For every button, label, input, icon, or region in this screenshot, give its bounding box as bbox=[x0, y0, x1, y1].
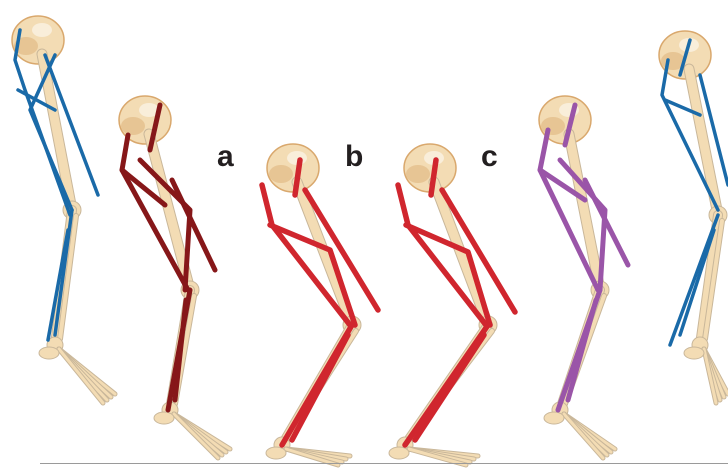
baseline-rule bbox=[40, 463, 728, 464]
panel-label-b: b bbox=[345, 142, 363, 172]
red-leg-c bbox=[389, 144, 515, 465]
red-leg-b bbox=[262, 144, 378, 465]
muscle-line bbox=[568, 300, 596, 400]
panel-label-a: a bbox=[217, 142, 234, 172]
dark-red-leg bbox=[119, 96, 230, 458]
left-blue-leg bbox=[12, 16, 115, 403]
right-blue-leg bbox=[659, 31, 728, 403]
panel-label-c: c bbox=[481, 142, 498, 172]
muscle-line bbox=[415, 335, 484, 440]
muscle-line bbox=[292, 335, 348, 440]
purple-leg bbox=[539, 96, 628, 458]
